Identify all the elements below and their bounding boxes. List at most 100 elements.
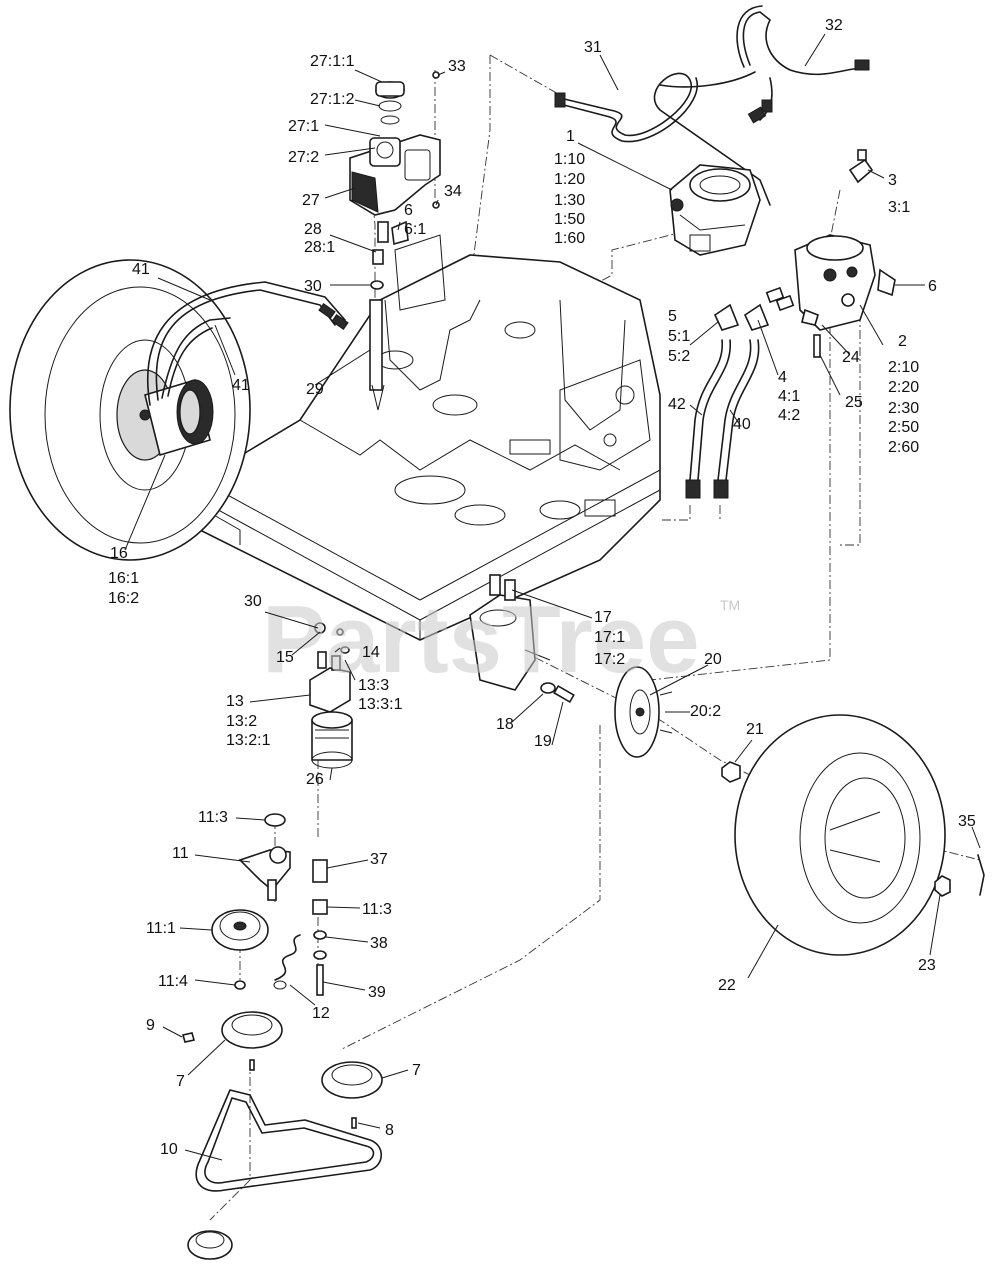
wheel-hub-20 bbox=[614, 666, 673, 758]
callout-10: 10 bbox=[160, 1141, 178, 1158]
hydraulic-pump-1 bbox=[669, 164, 761, 256]
callout-11-3-mid: 11:3 bbox=[362, 901, 392, 918]
callout-26: 26 bbox=[306, 771, 324, 788]
callout-12: 12 bbox=[312, 1005, 330, 1022]
callout-4-2: 4:2 bbox=[778, 407, 800, 424]
callout-1-10: 1:10 bbox=[554, 151, 585, 168]
callout-1-50: 1:50 bbox=[554, 211, 585, 228]
reservoir-cap bbox=[375, 81, 405, 125]
callout-17-2: 17:2 bbox=[594, 651, 625, 668]
callout-32: 32 bbox=[825, 17, 843, 34]
callout-11: 11 bbox=[172, 845, 189, 862]
oil-filter-26 bbox=[311, 711, 353, 769]
return-hose-32 bbox=[659, 5, 870, 124]
callout-29: 29 bbox=[306, 381, 324, 398]
callout-17-1: 17:1 bbox=[594, 629, 625, 646]
callout-25: 25 bbox=[845, 394, 863, 411]
callout-27-1-2: 27:1:2 bbox=[310, 91, 355, 108]
callout-6-top: 6 bbox=[404, 202, 413, 219]
callout-18: 18 bbox=[496, 716, 514, 733]
callout-1-60: 1:60 bbox=[554, 230, 585, 247]
spacer-stack bbox=[234, 859, 328, 996]
filter-head-13 bbox=[309, 622, 351, 713]
callout-2-20: 2:20 bbox=[888, 379, 919, 396]
callout-34: 34 bbox=[444, 183, 462, 200]
pulley-bottom bbox=[187, 1230, 233, 1260]
idler-arm-11 bbox=[238, 813, 291, 901]
callout-28: 28 bbox=[304, 221, 322, 238]
callout-41-mid: 41 bbox=[232, 377, 250, 394]
callout-1-20: 1:20 bbox=[554, 171, 585, 188]
callout-8: 8 bbox=[385, 1122, 394, 1139]
fittings bbox=[713, 149, 874, 331]
leader-lines bbox=[124, 33, 981, 1161]
callout-28-1: 28:1 bbox=[304, 239, 335, 256]
callout-11-4: 11:4 bbox=[158, 973, 188, 990]
pulleys-7 bbox=[181, 1011, 383, 1129]
callout-2-30: 2:30 bbox=[888, 400, 919, 417]
tank-fittings bbox=[369, 71, 440, 411]
callout-17: 17 bbox=[594, 609, 612, 626]
callout-35: 35 bbox=[958, 813, 976, 830]
callout-9: 9 bbox=[146, 1017, 155, 1034]
nut-21 bbox=[721, 761, 741, 783]
chassis-frame bbox=[199, 234, 661, 641]
callout-27-1: 27:1 bbox=[288, 118, 319, 135]
callout-20-2: 20:2 bbox=[690, 703, 721, 720]
watermark: PartsTree TM bbox=[262, 586, 740, 693]
drive-belt-10 bbox=[195, 1089, 383, 1192]
spring-12 bbox=[273, 934, 301, 990]
valve-35 bbox=[977, 854, 985, 896]
callout-22: 22 bbox=[718, 977, 736, 994]
callout-33: 33 bbox=[448, 58, 466, 75]
callout-13: 13 bbox=[226, 693, 244, 710]
callout-23: 23 bbox=[918, 957, 936, 974]
callout-3-1: 3:1 bbox=[888, 199, 910, 216]
callout-38: 38 bbox=[370, 935, 388, 952]
callout-4-1: 4:1 bbox=[778, 388, 800, 405]
callout-39: 39 bbox=[368, 984, 386, 1001]
callout-16: 16 bbox=[110, 545, 128, 562]
callout-16-2: 16:2 bbox=[108, 590, 139, 607]
callout-21: 21 bbox=[746, 721, 764, 738]
callout-5: 5 bbox=[668, 308, 677, 325]
bolts-18-19 bbox=[540, 682, 575, 704]
callout-20: 20 bbox=[704, 651, 722, 668]
callout-1: 1 bbox=[566, 128, 575, 145]
callout-2-50: 2:50 bbox=[888, 419, 919, 436]
right-wheel-22 bbox=[734, 714, 946, 956]
callout-2: 2 bbox=[898, 333, 907, 350]
callout-6-1: 6:1 bbox=[404, 221, 426, 238]
callout-4: 4 bbox=[778, 369, 787, 386]
callout-14: 14 bbox=[362, 644, 380, 661]
hose-40-42 bbox=[685, 339, 760, 499]
nut-23 bbox=[934, 875, 951, 897]
callout-5-2: 5:2 bbox=[668, 348, 690, 365]
callout-labels: 27:1:1 33 27:1:2 27:1 27:2 27 34 6 6:1 2… bbox=[108, 17, 976, 1158]
hydraulic-reservoir bbox=[349, 134, 441, 216]
hydraulic-hose-41 bbox=[146, 281, 349, 406]
callout-24: 24 bbox=[842, 349, 860, 366]
callout-15: 15 bbox=[276, 649, 294, 666]
callout-1-30: 1:30 bbox=[554, 192, 585, 209]
callout-11-1: 11:1 bbox=[146, 920, 176, 937]
callout-11-3-top: 11:3 bbox=[198, 809, 228, 826]
callout-27-2: 27:2 bbox=[288, 149, 319, 166]
callout-13-2: 13:2 bbox=[226, 713, 257, 730]
watermark-tm: TM bbox=[720, 597, 740, 613]
callout-16-1: 16:1 bbox=[108, 570, 139, 587]
callout-2-10: 2:10 bbox=[888, 359, 919, 376]
gearbox-17 bbox=[469, 574, 551, 691]
callout-30-mid: 30 bbox=[244, 593, 262, 610]
callout-40: 40 bbox=[733, 416, 751, 433]
watermark-text: PartsTree bbox=[262, 586, 700, 693]
callout-2-60: 2:60 bbox=[888, 439, 919, 456]
callout-13-3-1: 13:3:1 bbox=[358, 696, 403, 713]
callout-41-left: 41 bbox=[132, 261, 150, 278]
callout-27: 27 bbox=[302, 192, 320, 209]
callout-27-1-1: 27:1:1 bbox=[310, 53, 355, 70]
callout-13-3: 13:3 bbox=[358, 677, 389, 694]
callout-6-right: 6 bbox=[928, 278, 937, 295]
callout-5-1: 5:1 bbox=[668, 328, 690, 345]
callout-31: 31 bbox=[584, 39, 602, 56]
